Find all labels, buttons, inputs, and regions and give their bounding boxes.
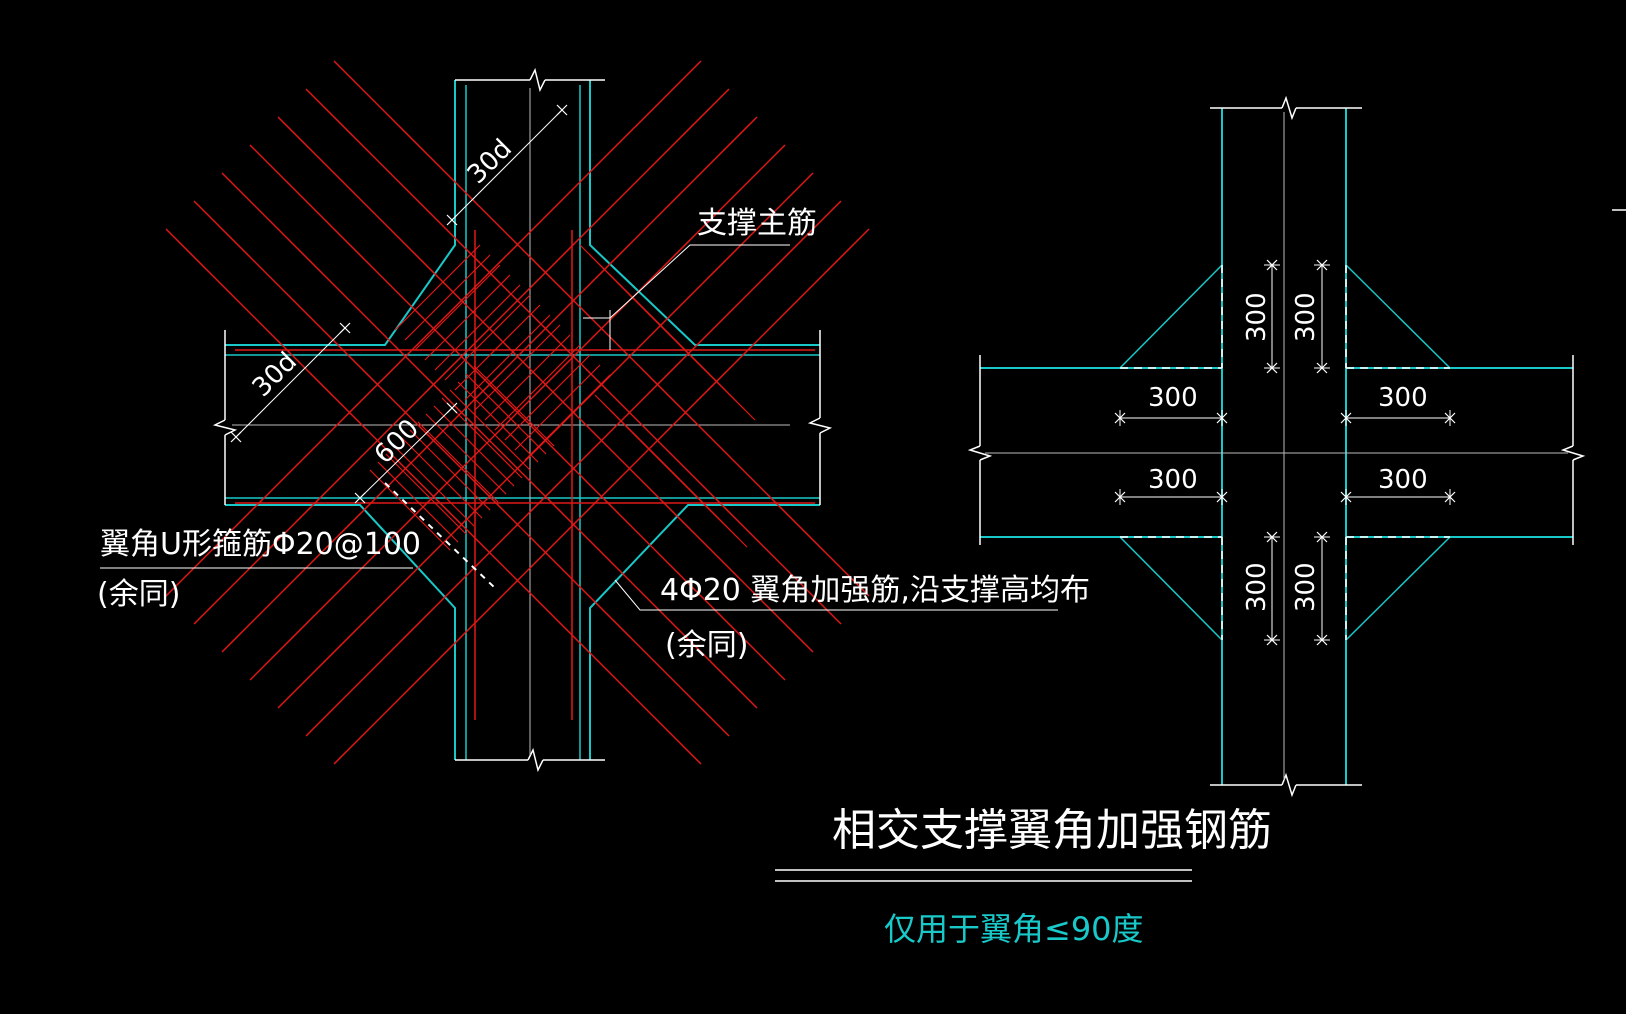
left-left-break [212,419,238,436]
right-right-break [1560,445,1586,461]
left-rebar-diag-a [333,60,870,597]
left-stirrup-ll [425,413,507,495]
left-stirrup-ll [385,453,467,535]
dim-line-v-ll-1 [1266,634,1278,646]
left-stirrup-ll [449,389,531,471]
left-stirrup-ul [404,254,491,341]
left-stirrup-lr [666,466,748,548]
dim-line-h-ll [1216,491,1228,503]
left-stirrup-ul [474,324,561,411]
dim-line-30d-top [451,109,563,221]
dim-line-h-lr [1444,491,1456,503]
right-haunch-lr [1345,536,1451,641]
left-stirrup-ul [424,274,511,361]
dim-tick [446,402,458,414]
right-haunch-ul [1119,264,1223,369]
dim-line-v-ul-1 [1266,362,1278,374]
dim-line-30d-left [235,327,346,438]
left-stirrup-ul [414,264,501,351]
dim-line-h-ur [1340,412,1352,424]
left-stirrup-ul [394,244,481,331]
label-main-bar: 支撑主筋 [697,206,817,241]
label-same-2: (余同) [665,628,748,663]
left-stirrup-ll [473,365,555,447]
dim-tick [446,214,458,226]
left-stirrup-ll [393,445,475,527]
leader-main-bar [609,244,790,319]
dim-vertical-ll-1: 300 [1242,562,1272,612]
left-stirrup-ul [524,374,611,461]
dim-600: 600 [369,414,425,470]
dim-tick [556,104,568,116]
left-stirrup-ul [464,314,551,401]
dim-line-stirrup [384,482,496,589]
dim-line-h-ur [1444,412,1456,424]
left-rebar-diag-a [277,116,814,653]
left-stirrup-ll [457,381,539,463]
left-stirrup-ul [484,334,571,421]
left-rebar-diag-b [305,200,842,737]
dim-line-600 [359,407,453,499]
left-stirrup-ul [494,344,581,431]
left-stirrup-ll [369,469,451,551]
dim-vertical-ll-2: 300 [1291,562,1321,612]
dim-horizontal-ul: 300 [1148,383,1198,413]
left-rebar-diag-b [249,144,786,681]
right-haunch-ll [1119,536,1223,641]
left-right-break [807,417,833,434]
dim-vertical-ul-2: 300 [1291,292,1321,342]
left-stirrup-ll [409,429,491,511]
dim-horizontal-ll: 300 [1148,465,1198,495]
label-reinforce-bar: 4Φ20 翼角加强筋,沿支撑高均布 [660,573,1090,608]
dim-line-h-ul [1114,412,1126,424]
left-stirrup-ll [417,421,499,503]
drawing-subtitle: 仅用于翼角≤90度 [884,910,1144,948]
left-stirrup-ul [434,284,521,371]
left-stirrup-ul [504,354,591,441]
dim-line-h-ul [1216,412,1228,424]
left-rebar-diag-b [333,228,870,765]
dim-horizontal-lr: 300 [1378,465,1428,495]
left-stirrup-ul [454,304,541,391]
left-stirrup-ll [401,437,483,519]
dim-line-h-ll [1114,491,1126,503]
left-top-break [529,67,546,93]
dim-line-v-ul-1 [1266,259,1278,271]
dim-tick [339,322,351,334]
dim-line-v-ll-1 [1266,531,1278,543]
left-outline-lr [589,504,820,760]
right-top-break [1281,95,1297,121]
label-u-stirrup: 翼角U形箍筋Φ20@100 [100,527,421,562]
label-same-1: (余同) [97,577,180,612]
drawing-title: 相交支撑翼角加强钢筋 [832,805,1272,856]
dim-tick [354,492,366,504]
left-outline-ur [589,80,820,346]
left-rebar-diag-a [305,88,842,625]
right-haunch-ur [1345,264,1451,369]
left-stirrup-ur [669,334,756,421]
dim-line-v-ll-2 [1316,531,1328,543]
dim-horizontal-ur: 300 [1378,383,1428,413]
left-stirrup-ul [514,364,601,451]
dim-line-v-ul-2 [1316,259,1328,271]
dim-line-v-ul-2 [1316,362,1328,374]
leader-reinforce [614,579,1058,611]
left-stirrup-ll [465,373,547,455]
dim-line-h-lr [1340,491,1352,503]
dim-vertical-ul-1: 300 [1242,292,1272,342]
dim-tick [230,431,242,443]
drawing-geometry [100,60,1626,798]
left-stirrup-ll [377,461,459,543]
right-left-break [967,445,993,461]
left-stirrup-ll [433,405,515,487]
left-rebar-diag-b [277,172,814,709]
dim-line-v-ll-2 [1316,634,1328,646]
left-outline-ul [225,80,456,346]
left-stirrup-ul [444,294,531,381]
dim-30d-top: 30d [462,134,518,190]
left-outline-ll [225,504,456,760]
